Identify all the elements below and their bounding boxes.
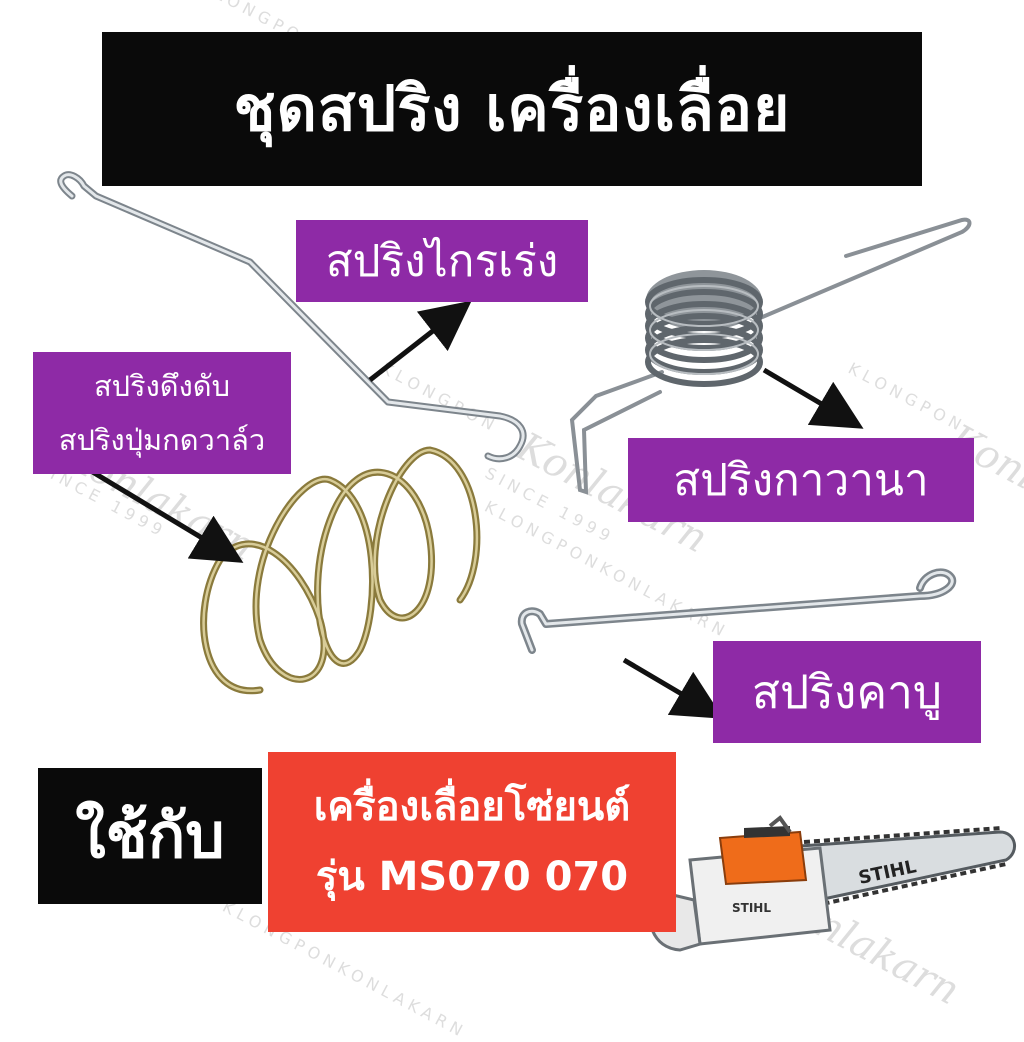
model-line-1: เครื่องเลื่อยโซ่ยนต์ xyxy=(313,784,631,830)
carburetor-spring-image xyxy=(517,568,957,654)
label-carburetor-spring: สปริงคาบู xyxy=(713,641,981,743)
model-line-2: รุ่น MS070 070 xyxy=(315,854,629,900)
label-valve-button-spring: สปริงปุ่มกดวาล์ว xyxy=(58,423,266,457)
governor-spring-image xyxy=(569,217,972,495)
page-title: ชุดสปริง เครื่องเลื่อย xyxy=(102,32,922,186)
label-stop-spring-group: สปริงดึงดับ สปริงปุ่มกดวาล์ว xyxy=(33,352,291,474)
model-label: เครื่องเลื่อยโซ่ยนต์ รุ่น MS070 070 xyxy=(268,752,676,932)
chainsaw-brand: STIHL xyxy=(732,901,771,915)
arrow-stop xyxy=(84,465,244,563)
label-throttle-spring: สปริงไกรเร่ง xyxy=(296,220,588,302)
arrow-throttle xyxy=(368,300,472,382)
label-governor-spring: สปริงกาวานา xyxy=(628,438,974,522)
compression-spring-image xyxy=(200,446,481,695)
arrow-carburetor xyxy=(622,657,724,719)
label-stop-spring: สปริงดึงดับ xyxy=(93,369,231,403)
arrow-governor xyxy=(762,367,864,429)
throttle-spring-image xyxy=(57,171,527,463)
use-with-label: ใช้กับ xyxy=(38,768,262,904)
chainsaw-image: STIHL STIHL xyxy=(647,815,1016,952)
